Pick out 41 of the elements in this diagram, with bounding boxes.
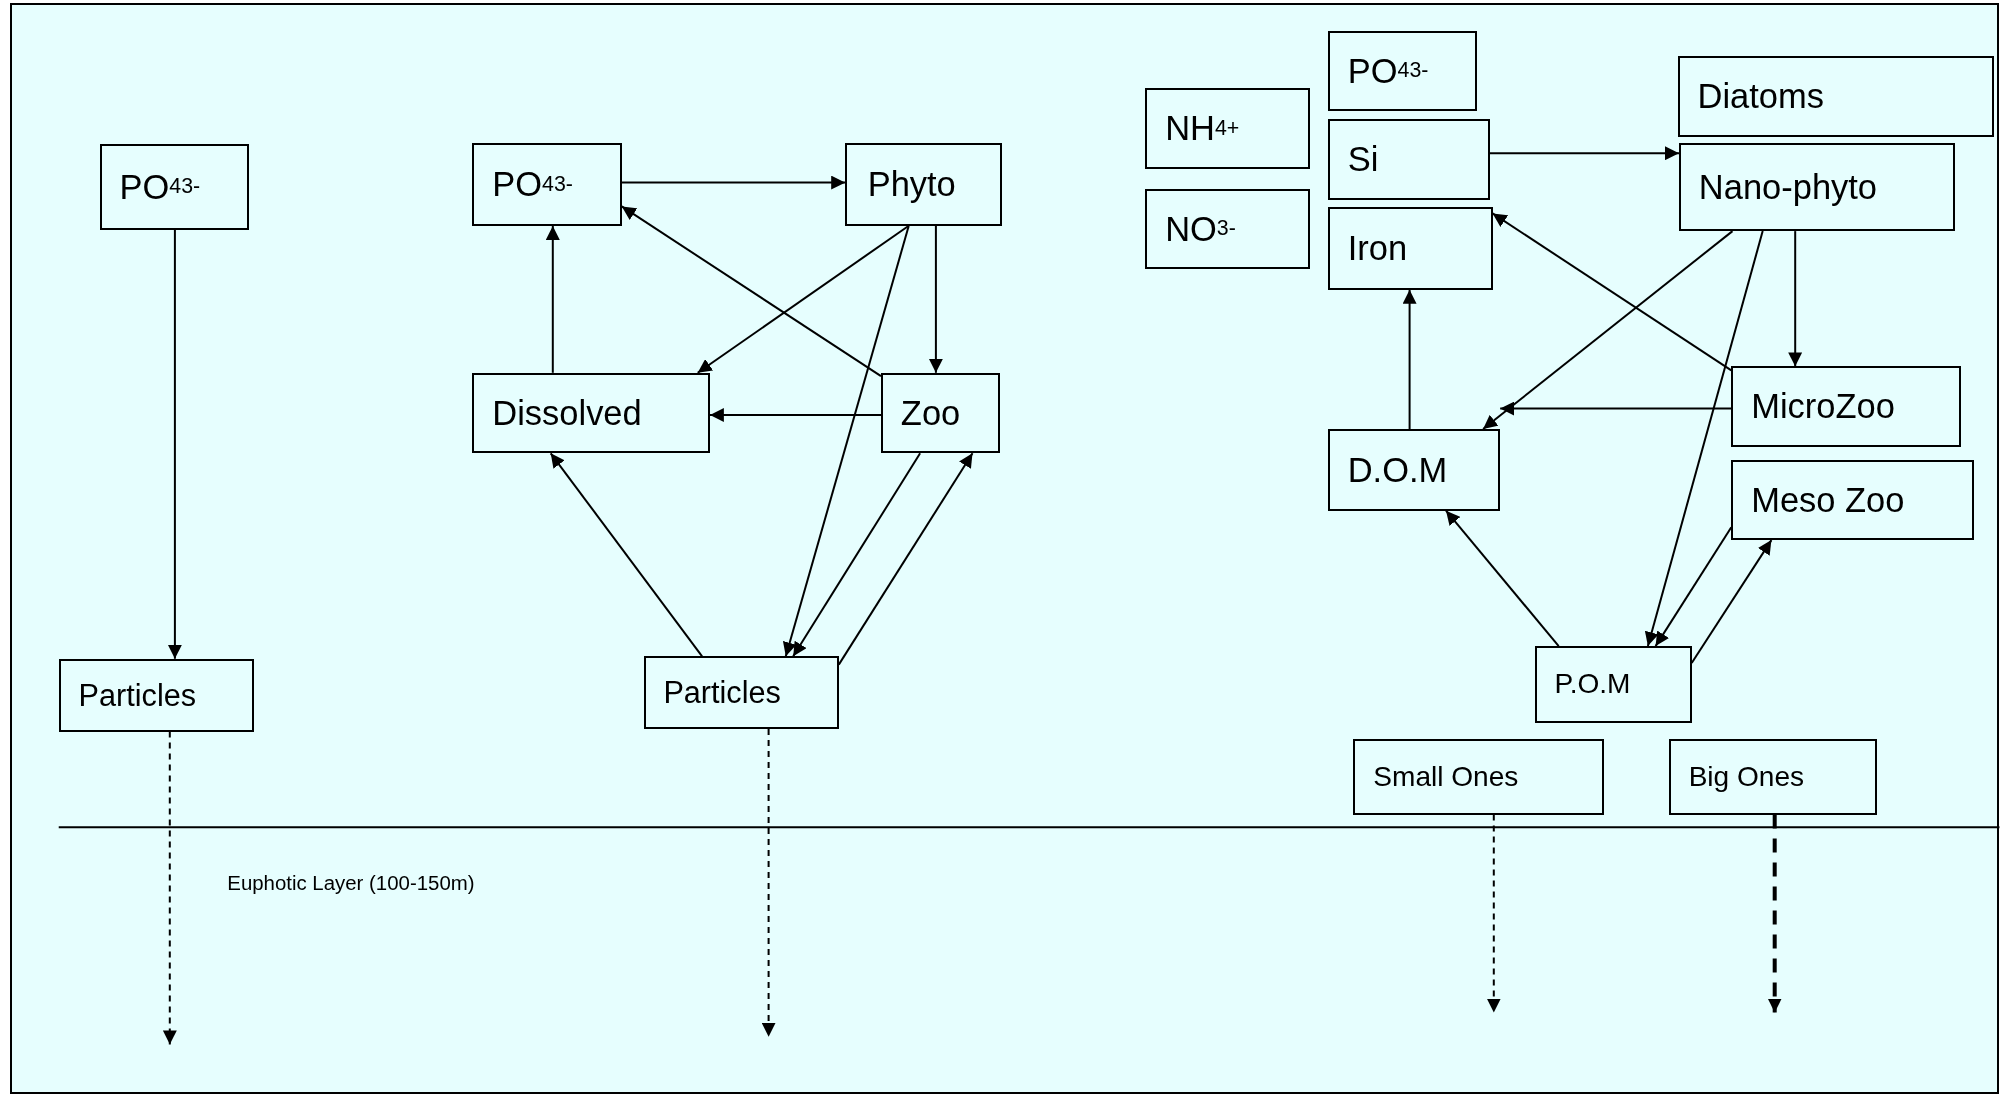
process-box: Dissolved <box>472 372 710 454</box>
arrow <box>928 225 943 374</box>
arrow <box>1767 814 1782 1013</box>
arrow <box>837 452 974 666</box>
arrow <box>1445 509 1560 648</box>
arrow <box>1486 813 1501 1014</box>
process-box: Diatoms <box>1677 56 1995 137</box>
arrow <box>1402 288 1417 430</box>
arrow <box>1489 146 1680 161</box>
arrow <box>782 225 910 658</box>
layer-label: Euphotic Layer (100-150m) <box>227 872 475 896</box>
arrow <box>1491 212 1733 372</box>
arrow <box>167 228 182 660</box>
arrow <box>1690 539 1773 664</box>
process-box: P.O.M <box>1534 646 1692 723</box>
process-box: D.O.M <box>1327 429 1501 511</box>
arrow <box>761 728 776 1038</box>
arrow <box>549 452 704 658</box>
process-box: Meso Zoo <box>1731 459 1974 541</box>
arrow <box>620 205 882 378</box>
arrow <box>1482 230 1734 430</box>
process-box: Si <box>1327 118 1490 201</box>
process-box: Phyto <box>845 143 1003 226</box>
arrow <box>1788 230 1803 368</box>
arrow <box>1654 526 1733 648</box>
process-box: Small Ones <box>1353 739 1604 815</box>
arrow <box>792 452 922 658</box>
process-box: Particles <box>58 658 255 732</box>
process-box: Iron <box>1327 206 1493 290</box>
arrow <box>545 225 560 374</box>
process-box: Nano-phyto <box>1678 143 1955 232</box>
process-box: Zoo <box>880 372 1000 454</box>
process-box: Big Ones <box>1668 739 1877 815</box>
arrow <box>696 225 910 374</box>
process-box: Particles <box>643 656 839 730</box>
arrow <box>1644 230 1764 648</box>
arrow <box>620 175 847 190</box>
process-box: MicroZoo <box>1731 366 1962 447</box>
arrow <box>708 408 882 422</box>
arrow <box>162 730 177 1046</box>
arrow <box>1499 401 1733 416</box>
